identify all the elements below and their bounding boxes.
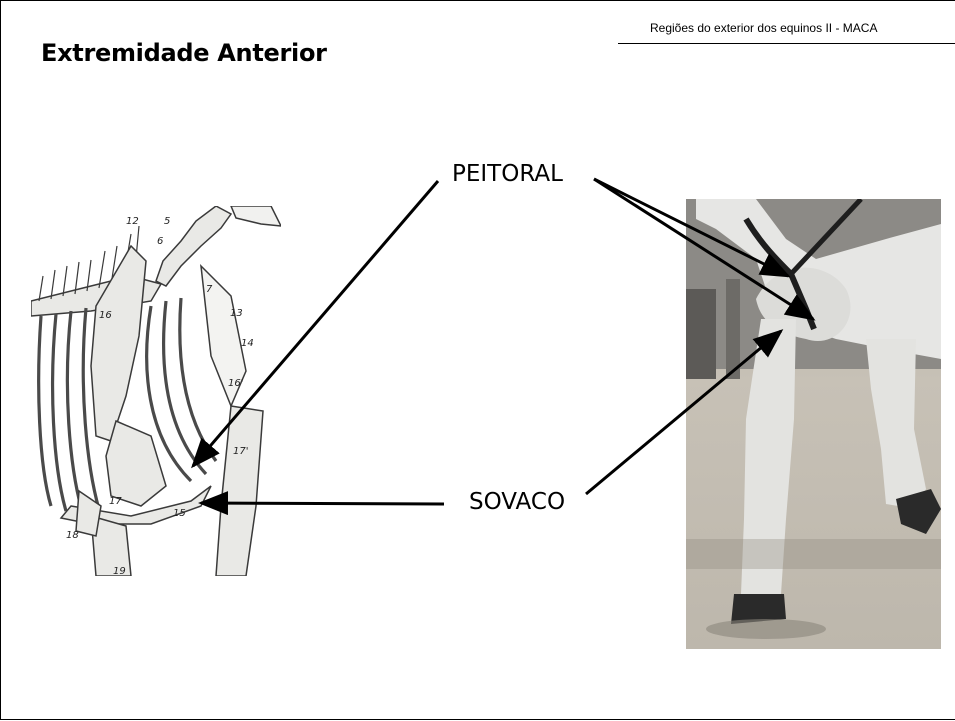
horse-photo <box>686 199 941 649</box>
skeleton-num: 18 <box>66 530 79 541</box>
skeleton-num: 15 <box>173 508 186 519</box>
skeleton-num: 16' <box>228 378 243 389</box>
skeleton-illustration: 12 5 6 7 13 14 16 16' 17' 17 15 18 19 <box>31 206 281 576</box>
skeleton-num: 12 <box>126 216 139 227</box>
skeleton-num: 7 <box>206 284 213 295</box>
skeleton-num: 6 <box>157 236 163 247</box>
skeleton-num: 17' <box>233 446 248 457</box>
skeleton-num: 13 <box>230 308 243 319</box>
skeleton-num: 5 <box>164 216 170 227</box>
skeleton-num: 14 <box>241 338 254 349</box>
skeleton-num: 17 <box>109 496 122 507</box>
label-sovaco: SOVACO <box>469 489 565 515</box>
header-divider <box>618 43 955 44</box>
skeleton-num: 16 <box>99 310 112 321</box>
slide-title: Extremidade Anterior <box>41 39 327 67</box>
slide-header: Regiões do exterior dos equinos II - MAC… <box>650 21 955 35</box>
label-peitoral: PEITORAL <box>452 161 563 187</box>
skeleton-num: 19 <box>113 566 126 576</box>
